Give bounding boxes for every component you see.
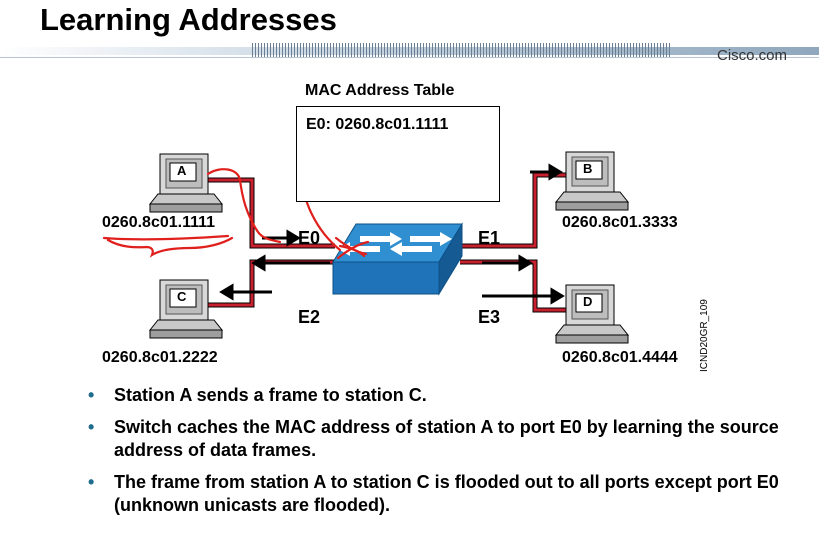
computer-d-icon	[554, 284, 630, 344]
station-b-letter: B	[583, 161, 593, 176]
station-a-letter: A	[177, 163, 187, 178]
figure-code: ICND20GR_109	[699, 299, 710, 372]
bullet-list: •Station A sends a frame to station C. •…	[88, 384, 788, 526]
station-b-address: 0260.8c01.3333	[562, 214, 678, 231]
bullet-text: Station A sends a frame to station C.	[114, 385, 427, 405]
port-e2-label: E2	[298, 307, 321, 327]
switch-icon	[332, 222, 463, 296]
station-c-address: 0260.8c01.2222	[102, 349, 218, 366]
mac-address-table	[296, 106, 500, 202]
mac-table-title: MAC Address Table	[305, 82, 455, 99]
station-a-address: 0260.8c01.1111	[102, 214, 216, 231]
brand-logo-text: Cisco.com	[716, 47, 787, 64]
list-item: •Station A sends a frame to station C.	[88, 385, 427, 405]
page-title: Learning Addresses	[40, 2, 337, 37]
bullet-text: The frame from station A to station C is…	[114, 472, 779, 515]
arrows	[219, 163, 565, 305]
computer-a-icon	[148, 153, 224, 213]
computer-c-icon	[148, 279, 224, 339]
port-e1-label: E1	[478, 228, 501, 248]
bullet-text: Switch caches the MAC address of station…	[114, 417, 779, 460]
network-diagram	[102, 138, 630, 344]
station-d-letter: D	[583, 294, 593, 309]
port-e0-label: E0	[298, 228, 321, 248]
port-e3-label: E3	[478, 307, 501, 327]
cable-c	[205, 259, 335, 308]
list-item: •Switch caches the MAC address of statio…	[88, 417, 779, 460]
station-c-letter: C	[177, 289, 187, 304]
computer-b-icon	[554, 151, 630, 211]
header-stripe	[0, 43, 819, 58]
station-d-address: 0260.8c01.4444	[562, 349, 678, 366]
mac-table-entry: E0: 0260.8c01.1111	[306, 116, 449, 133]
list-item: •The frame from station A to station C i…	[88, 472, 779, 515]
